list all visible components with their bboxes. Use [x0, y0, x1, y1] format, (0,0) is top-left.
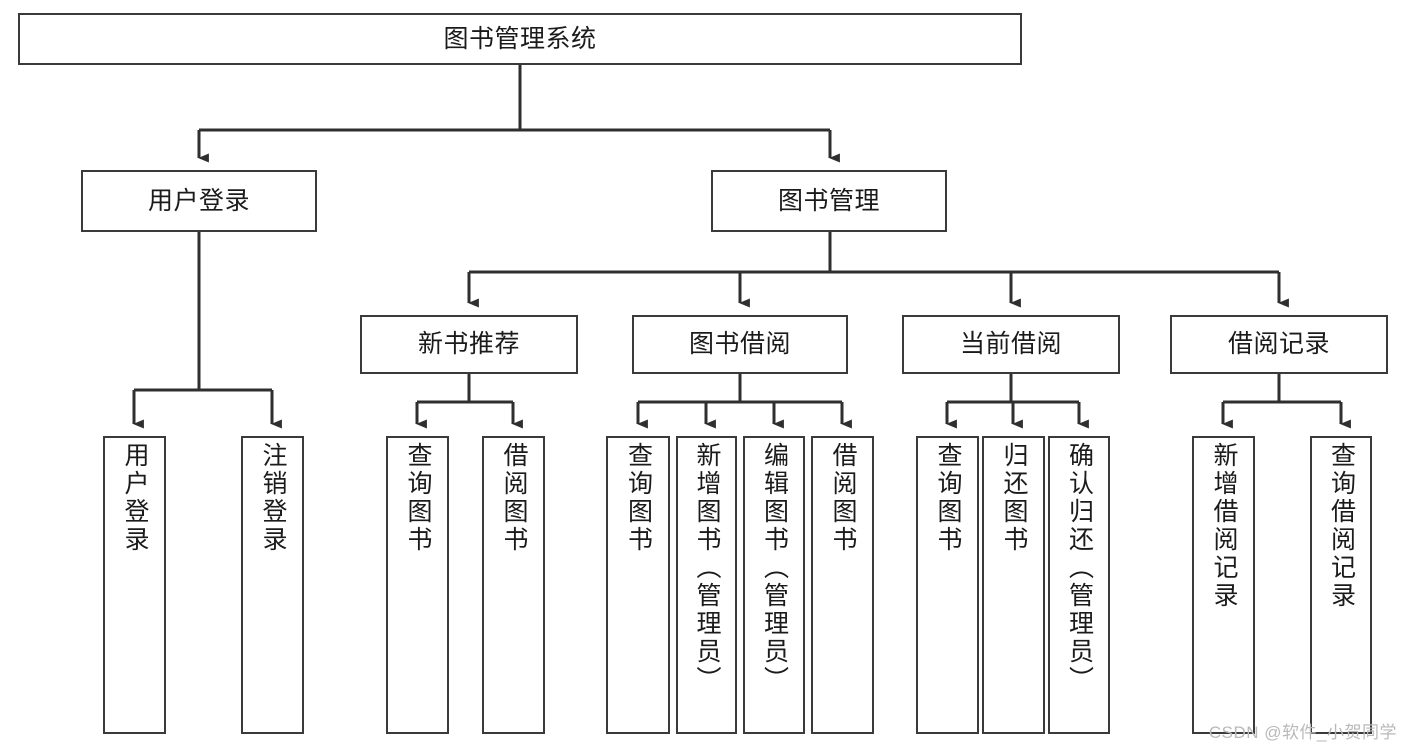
node-book-manage[interactable]: 图书管理 [711, 170, 947, 232]
leaf-query-book-recommend[interactable]: 查询图书 [386, 436, 449, 734]
node-label: 编辑图书（管理员） [760, 442, 789, 694]
node-label: 新书推荐 [417, 330, 520, 358]
leaf-query-book-current[interactable]: 查询图书 [916, 436, 979, 734]
node-label: 用户登录 [121, 442, 149, 554]
node-label: 图书管理系统 [443, 24, 597, 53]
leaf-return-book[interactable]: 归还图书 [982, 436, 1045, 734]
leaf-add-borrow-record[interactable]: 新增借阅记录 [1192, 436, 1255, 734]
leaf-user-login[interactable]: 用户登录 [103, 436, 166, 734]
node-current-borrow[interactable]: 当前借阅 [902, 315, 1120, 374]
node-label: 图书借阅 [688, 330, 791, 358]
leaf-query-book-borrow[interactable]: 查询图书 [606, 436, 670, 734]
csdn-watermark: CSDN @软件_小贺同学 [1208, 723, 1397, 742]
node-label: 查询借阅记录 [1327, 442, 1356, 610]
node-root-system[interactable]: 图书管理系统 [18, 13, 1022, 65]
node-label: 归还图书 [1000, 442, 1028, 554]
node-label: 确认归还（管理员） [1065, 442, 1094, 694]
node-label: 借阅图书 [829, 442, 857, 554]
node-label: 图书管理 [777, 186, 880, 215]
leaf-query-borrow-record[interactable]: 查询借阅记录 [1310, 436, 1372, 734]
leaf-borrow-book-borrow[interactable]: 借阅图书 [811, 436, 874, 734]
node-label: 注销登录 [259, 442, 287, 554]
node-new-book-recommend[interactable]: 新书推荐 [360, 315, 578, 374]
node-book-borrow[interactable]: 图书借阅 [632, 315, 848, 374]
node-label: 查询图书 [404, 442, 432, 554]
node-label: 查询图书 [934, 442, 962, 554]
node-borrow-record[interactable]: 借阅记录 [1170, 315, 1388, 374]
node-label: 当前借阅 [959, 330, 1062, 358]
node-label: 用户登录 [147, 186, 250, 215]
node-label: 借阅图书 [500, 442, 528, 554]
node-label: 查询图书 [624, 442, 653, 554]
node-user-login[interactable]: 用户登录 [81, 170, 317, 232]
leaf-confirm-return-admin[interactable]: 确认归还（管理员） [1048, 436, 1110, 734]
leaf-add-book-admin[interactable]: 新增图书（管理员） [676, 436, 737, 734]
node-label: 新增借阅记录 [1210, 442, 1238, 610]
leaf-borrow-book-recommend[interactable]: 借阅图书 [482, 436, 545, 734]
leaf-edit-book-admin[interactable]: 编辑图书（管理员） [743, 436, 805, 734]
node-label: 新增图书（管理员） [693, 442, 721, 694]
leaf-logout-login[interactable]: 注销登录 [241, 436, 304, 734]
node-label: 借阅记录 [1227, 330, 1330, 358]
